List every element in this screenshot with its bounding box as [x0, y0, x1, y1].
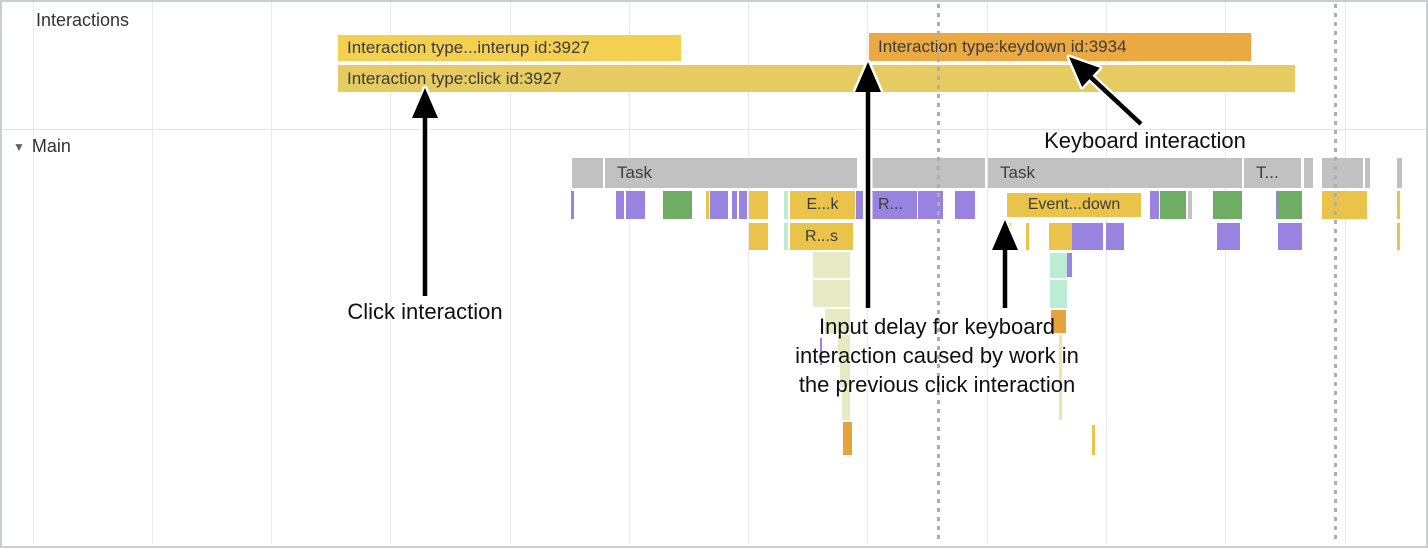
- event-bar[interactable]: [616, 191, 624, 219]
- track-divider: [2, 129, 1426, 130]
- event-bar[interactable]: [1160, 191, 1186, 219]
- event-bar-label: R...s: [805, 228, 838, 245]
- gridline: [510, 0, 511, 544]
- event-bar[interactable]: [1278, 223, 1302, 250]
- task-bar[interactable]: Task: [988, 158, 1242, 188]
- event-bar[interactable]: [739, 191, 747, 219]
- event-bar-label: R...: [878, 196, 903, 213]
- event-bar[interactable]: [784, 223, 788, 250]
- call-stack-bar[interactable]: [1059, 335, 1062, 420]
- event-bar[interactable]: R...s: [790, 223, 853, 250]
- interaction-bar-click[interactable]: Interaction type:click id:3927: [338, 65, 1295, 92]
- event-bar[interactable]: [1072, 223, 1103, 250]
- gridline: [1345, 0, 1346, 544]
- call-stack-bar[interactable]: [840, 362, 850, 387]
- task-bar-label: Task: [617, 163, 652, 182]
- task-bar[interactable]: Task: [605, 158, 857, 188]
- main-track-header[interactable]: ▼ Main: [13, 136, 71, 157]
- event-bar[interactable]: E...k: [790, 191, 855, 219]
- gridline: [390, 0, 391, 544]
- event-bar[interactable]: [856, 191, 863, 219]
- event-bar[interactable]: [706, 191, 709, 219]
- event-bar[interactable]: [1397, 191, 1400, 219]
- event-bar[interactable]: [732, 191, 737, 219]
- event-bar[interactable]: [955, 191, 975, 219]
- event-bar[interactable]: [1278, 191, 1302, 219]
- call-stack-bar[interactable]: [1050, 253, 1067, 278]
- gridline: [1225, 0, 1226, 544]
- call-stack-bar[interactable]: [813, 280, 850, 307]
- task-bar[interactable]: [1365, 158, 1370, 188]
- interaction-bar-click-label: Interaction type:click id:3927: [347, 69, 562, 88]
- gridline: [152, 0, 153, 544]
- call-stack-bar[interactable]: [820, 338, 822, 365]
- event-bar[interactable]: [1188, 191, 1192, 219]
- task-bar[interactable]: [1304, 158, 1313, 188]
- gridline: [748, 0, 749, 544]
- interaction-bar-pointerup-label: Interaction type...interup id:3927: [347, 38, 590, 57]
- chevron-down-icon[interactable]: ▼: [13, 139, 25, 154]
- event-bar[interactable]: [1026, 223, 1029, 250]
- event-bar[interactable]: [1150, 191, 1159, 219]
- event-bar[interactable]: [626, 191, 645, 219]
- call-stack-bar[interactable]: [842, 389, 850, 420]
- event-bar[interactable]: Event...down: [1005, 191, 1143, 219]
- call-stack-bar[interactable]: [838, 335, 850, 360]
- event-bar[interactable]: [1106, 223, 1124, 250]
- call-stack-bar[interactable]: [1067, 253, 1072, 277]
- task-bar[interactable]: T...: [1244, 158, 1301, 188]
- call-stack-bar[interactable]: [1050, 280, 1067, 308]
- dotted-marker-line: [937, 4, 940, 542]
- gridline: [33, 0, 34, 544]
- event-bar-label: Event...down: [1027, 196, 1121, 213]
- gridline: [1106, 0, 1107, 544]
- call-stack-bar[interactable]: [1092, 425, 1095, 455]
- input-delay-keydown-arrow: [989, 217, 1021, 308]
- dotted-marker-line: [1334, 4, 1337, 542]
- task-bar[interactable]: [1397, 158, 1402, 188]
- gridline: [271, 0, 272, 544]
- annotation-input-delay: Input delay for keyboard interaction cau…: [795, 314, 1079, 397]
- interaction-bar-keydown-label: Interaction type:keydown id:3934: [878, 37, 1127, 56]
- event-bar[interactable]: [1397, 223, 1400, 250]
- event-bar[interactable]: [784, 191, 788, 219]
- event-bar[interactable]: [1049, 223, 1072, 250]
- task-bar[interactable]: [872, 158, 985, 188]
- task-bar[interactable]: [1322, 158, 1363, 188]
- event-bar[interactable]: [1276, 191, 1278, 219]
- click-interaction-arrow: [409, 85, 441, 296]
- task-bar[interactable]: [572, 158, 603, 188]
- event-bar[interactable]: [1322, 191, 1367, 219]
- main-track-label: Main: [31, 136, 71, 156]
- event-bar[interactable]: [663, 191, 692, 219]
- interaction-bar-keydown[interactable]: Interaction type:keydown id:3934: [869, 33, 1251, 61]
- task-bar-label: T...: [1256, 163, 1279, 182]
- call-stack-bar[interactable]: [813, 252, 850, 278]
- call-stack-bar[interactable]: [825, 309, 850, 333]
- event-bar[interactable]: [571, 191, 574, 219]
- event-bar[interactable]: [1008, 223, 1011, 250]
- annotation-keyboard-interaction: Keyboard interaction: [1044, 128, 1246, 153]
- event-bar-label: E...k: [806, 196, 839, 213]
- event-bar[interactable]: [749, 223, 768, 250]
- interactions-track-header[interactable]: Interactions: [36, 10, 130, 30]
- event-bar[interactable]: [1217, 223, 1240, 250]
- event-bar[interactable]: [1213, 191, 1242, 219]
- annotation-click-interaction: Click interaction: [347, 299, 503, 324]
- gridline: [987, 0, 988, 544]
- event-bar[interactable]: [710, 191, 728, 219]
- call-stack-bar[interactable]: [843, 422, 852, 455]
- call-stack-bar[interactable]: [1051, 310, 1066, 333]
- gridline: [629, 0, 630, 544]
- interaction-bar-pointerup[interactable]: Interaction type...interup id:3927: [338, 35, 681, 61]
- event-bar[interactable]: [749, 191, 768, 219]
- task-bar-label: Task: [1000, 163, 1035, 182]
- event-bar[interactable]: R...: [872, 191, 917, 219]
